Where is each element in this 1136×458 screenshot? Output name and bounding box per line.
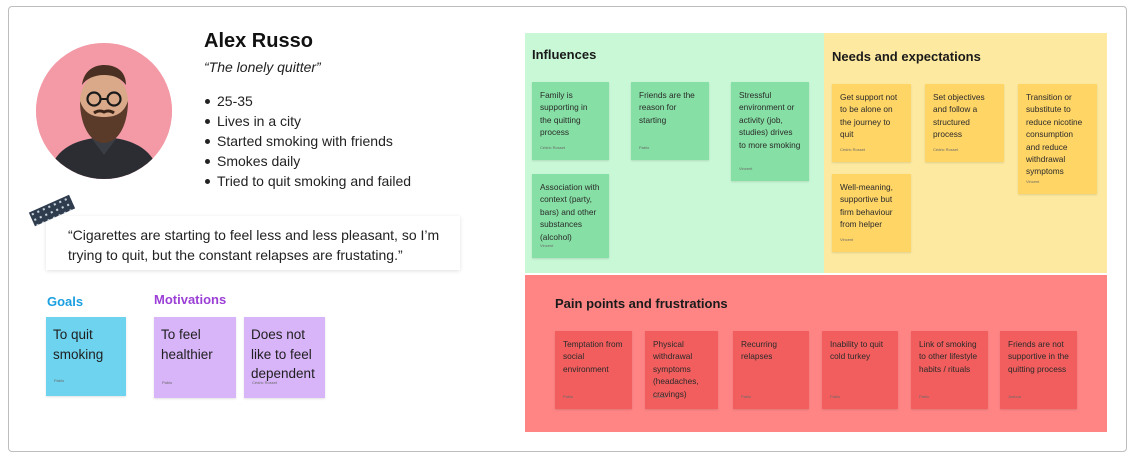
motivation-note-author: Pablo xyxy=(162,379,173,385)
pain-note[interactable]: Temptation from social environment Pablo xyxy=(555,331,632,409)
motivation-note-author: Cédric Rosset xyxy=(252,379,278,385)
need-note-text: Well-meaning, supportive but firm behavi… xyxy=(840,182,893,230)
need-note[interactable]: Set objectives and follow a structured p… xyxy=(925,84,1004,162)
persona-quote: “Cigarettes are starting to feel less an… xyxy=(46,216,460,270)
pain-note-text: Inability to quit cold turkey xyxy=(830,339,884,362)
person-photo-icon xyxy=(36,43,172,179)
influence-note-author: Pablo xyxy=(639,144,650,150)
trait-item: Lives in a city xyxy=(204,111,411,131)
influence-note-text: Association with context (party, bars) a… xyxy=(540,182,600,242)
need-note-text: Transition or substitute to reduce nicot… xyxy=(1026,92,1083,177)
avatar xyxy=(36,43,172,179)
influence-note-text: Family is supporting in the quitting pro… xyxy=(540,90,588,138)
motivations-label: Motivations xyxy=(154,292,227,307)
motivation-note-text: To feel healthier xyxy=(161,327,213,362)
influence-note-text: Friends are the reason for starting xyxy=(639,90,695,125)
motivation-note[interactable]: Does not like to feel dependent Cédric R… xyxy=(244,317,325,398)
motivation-note[interactable]: To feel healthier Pablo xyxy=(154,317,236,398)
influence-note[interactable]: Association with context (party, bars) a… xyxy=(532,174,609,258)
pain-note-text: Physical withdrawal symptoms (headaches,… xyxy=(653,339,699,399)
trait-item: Started smoking with friends xyxy=(204,131,411,151)
need-note[interactable]: Well-meaning, supportive but firm behavi… xyxy=(832,174,911,252)
pain-title: Pain points and frustrations xyxy=(555,296,728,311)
persona-frame xyxy=(8,6,1127,452)
trait-item: 25-35 xyxy=(204,91,411,111)
pain-note-author: Pablo xyxy=(741,393,752,399)
need-note-text: Get support not to be alone on the journ… xyxy=(840,92,898,140)
pain-note[interactable]: Inability to quit cold turkey Pablo xyxy=(822,331,898,409)
pain-note-text: Temptation from social environment xyxy=(563,339,623,374)
need-note[interactable]: Get support not to be alone on the journ… xyxy=(832,84,911,162)
persona-tagline: “The lonely quitter” xyxy=(204,59,321,75)
pain-note[interactable]: Friends are not supportive in the quitti… xyxy=(1000,331,1077,409)
goal-note-text: To quit smoking xyxy=(53,327,104,362)
pain-note-text: Link of smoking to other lifestyle habit… xyxy=(919,339,978,374)
need-note-author: Cédric Rosset xyxy=(933,146,959,152)
pain-note-author: Lorena xyxy=(653,393,666,399)
needs-title: Needs and expectations xyxy=(832,49,981,64)
influence-note[interactable]: Friends are the reason for starting Pabl… xyxy=(631,82,709,160)
need-note-text: Set objectives and follow a structured p… xyxy=(933,92,985,140)
influence-note[interactable]: Family is supporting in the quitting pro… xyxy=(532,82,609,160)
pain-note-text: Friends are not supportive in the quitti… xyxy=(1008,339,1069,374)
pain-note-author: Joshua xyxy=(1008,393,1021,399)
influence-note-author: Cédric Rosset xyxy=(540,144,566,150)
influence-note-author: Vincent xyxy=(540,242,554,248)
pain-note[interactable]: Link of smoking to other lifestyle habit… xyxy=(911,331,988,409)
goal-note[interactable]: To quit smoking Pablo xyxy=(46,317,126,396)
pain-note-author: Pablo xyxy=(919,393,930,399)
pain-note-text: Recurring relapses xyxy=(741,339,777,362)
pain-note-author: Pablo xyxy=(563,393,574,399)
pain-note-author: Pablo xyxy=(830,393,841,399)
goals-label: Goals xyxy=(47,294,84,309)
persona-name: Alex Russo xyxy=(204,30,313,52)
pain-note[interactable]: Physical withdrawal symptoms (headaches,… xyxy=(645,331,718,409)
need-note-author: Cédric Rosset xyxy=(840,146,866,152)
influence-note-author: Vincent xyxy=(739,165,753,171)
influence-note[interactable]: Stressful environment or activity (job, … xyxy=(731,82,809,181)
need-note-author: Vincent xyxy=(840,236,854,242)
persona-traits: 25-35 Lives in a city Started smoking wi… xyxy=(204,91,411,191)
pain-note[interactable]: Recurring relapses Pablo xyxy=(733,331,809,409)
need-note[interactable]: Transition or substitute to reduce nicot… xyxy=(1018,84,1097,194)
goal-note-author: Pablo xyxy=(54,377,65,383)
influence-note-text: Stressful environment or activity (job, … xyxy=(739,90,801,150)
trait-item: Smokes daily xyxy=(204,151,411,171)
influences-title: Influences xyxy=(532,47,597,62)
trait-item: Tried to quit smoking and failed xyxy=(204,171,411,191)
motivation-note-text: Does not like to feel dependent xyxy=(251,327,315,381)
need-note-author: Vincent xyxy=(1026,178,1040,184)
